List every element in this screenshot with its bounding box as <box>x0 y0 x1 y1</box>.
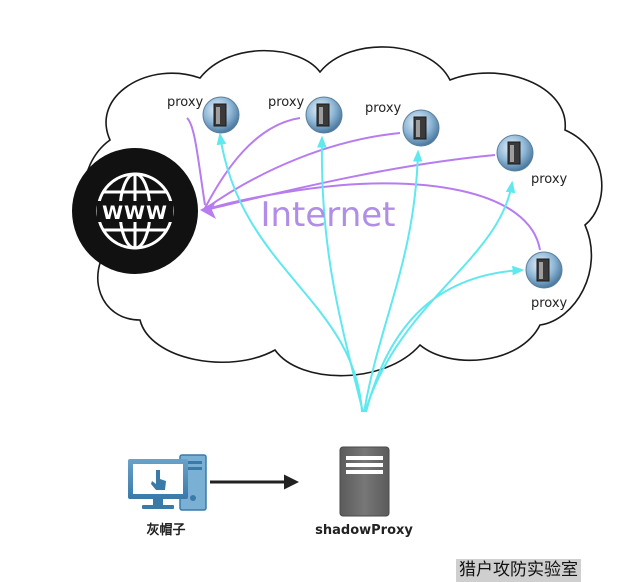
link-shadowproxy-to-proxy-2 <box>317 135 364 413</box>
shadowproxy-server-icon <box>339 446 390 517</box>
proxy-node-1: proxy <box>167 95 240 134</box>
proxy-1-label: proxy <box>167 95 204 110</box>
link-shadowproxy-to-proxy-4 <box>364 180 516 413</box>
shadowproxy-label: shadowProxy <box>315 523 413 538</box>
www-globe-label: WWW <box>102 202 168 224</box>
link-proxy-5-to-www <box>204 182 541 251</box>
internet-label: Internet <box>260 195 395 235</box>
www-globe-icon: WWW <box>72 148 198 274</box>
link-proxy-3-to-www <box>204 132 401 210</box>
www-arrowhead <box>200 201 216 219</box>
link-proxy-1-to-www <box>186 117 206 206</box>
proxy-4-label: proxy <box>531 172 568 187</box>
proxy-5-globe-server-icon <box>525 251 563 289</box>
touch-hand-icon <box>151 470 166 490</box>
proxy-node-2: proxy <box>268 95 343 134</box>
proxy-node-4: proxy <box>496 134 568 187</box>
proxy-4-globe-server-icon <box>496 134 534 172</box>
link-shadowproxy-to-proxy-3 <box>363 149 423 413</box>
proxy-to-www-links <box>186 117 541 251</box>
proxy-2-globe-server-icon <box>305 96 343 134</box>
attacker-computer-icon <box>128 454 207 511</box>
link-proxy-2-to-www <box>204 117 301 209</box>
attacker-label: 灰帽子 <box>146 522 185 538</box>
proxy-3-globe-server-icon <box>402 109 440 147</box>
shadowproxy-to-proxy-links <box>216 132 525 413</box>
proxy-node-5: proxy <box>525 251 568 311</box>
proxy-2-label: proxy <box>268 95 305 110</box>
watermark-label: 猎户攻防实验室 <box>456 559 581 582</box>
proxy-1-globe-server-icon <box>202 96 240 134</box>
proxy-node-3: proxy <box>365 101 440 147</box>
link-proxy-4-to-www <box>204 154 496 211</box>
proxy-5-label: proxy <box>531 296 568 311</box>
link-shadowproxy-to-proxy-5 <box>365 265 525 413</box>
proxy-3-label: proxy <box>365 101 402 116</box>
